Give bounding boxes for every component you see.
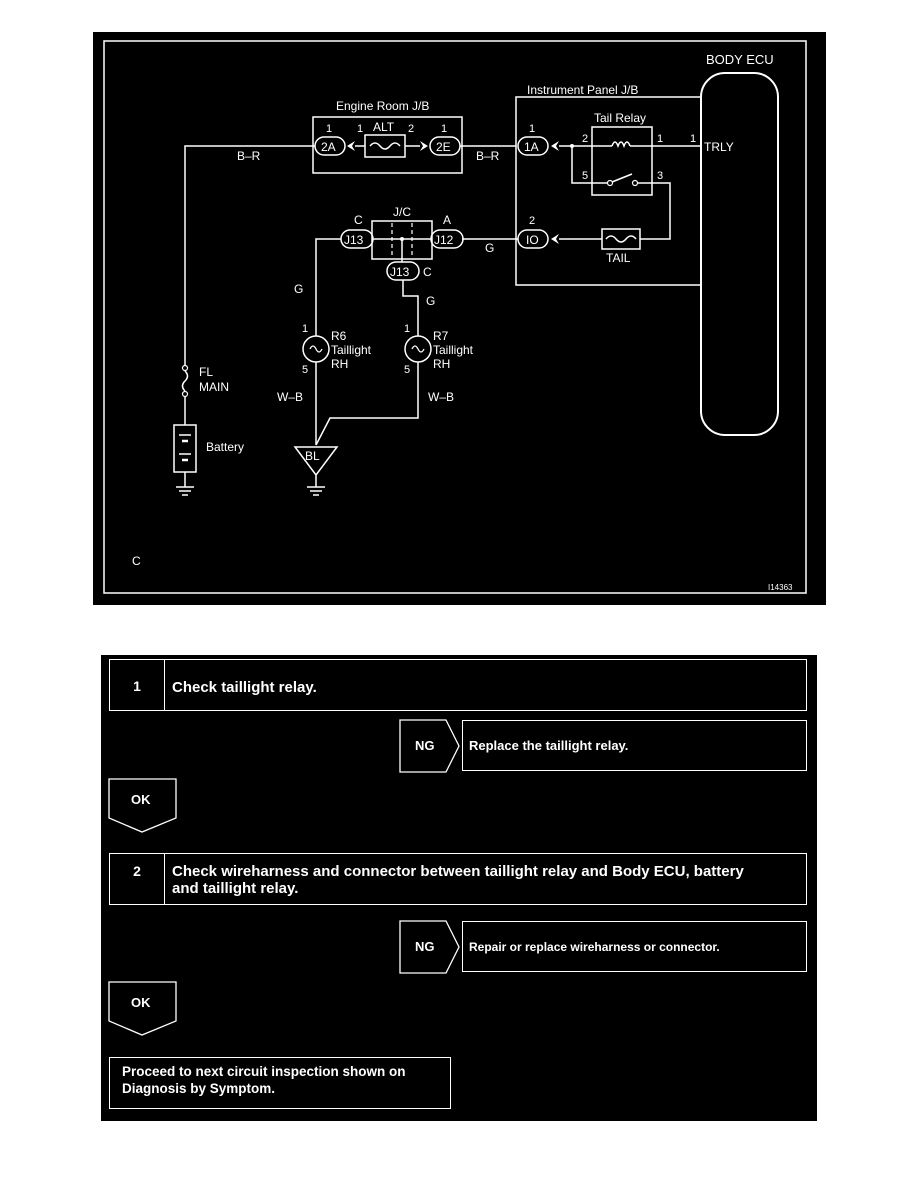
ok-1-label: OK: [131, 792, 151, 807]
pin-arrow-1a: [551, 141, 559, 151]
figure-id: I14363: [768, 583, 793, 592]
ng-2-action: Repair or replace wireharness or connect…: [469, 940, 720, 954]
pin-io: 2: [529, 215, 535, 227]
ground-bl-label: BL: [305, 449, 320, 463]
pin-relay-5: 5: [582, 170, 588, 182]
r6-code: R6: [331, 329, 347, 343]
final-line-2: Diagnosis by Symptom.: [122, 1081, 276, 1096]
pin-r6-1: 1: [302, 323, 308, 335]
wiring-diagram: BODY ECU Instrument Panel J/B Engine Roo…: [93, 32, 826, 605]
ok-2-label: OK: [131, 995, 151, 1010]
wire-g-io-label: G: [485, 241, 494, 255]
pin-trly: 1: [690, 133, 696, 145]
instrument-panel-jb-label: Instrument Panel J/B: [527, 83, 638, 97]
connector-j12: [430, 229, 464, 249]
step-2-title-line-2: and taillight relay.: [172, 880, 299, 897]
connector-2a-label: 2A: [321, 140, 336, 154]
pin-arrow-2e: [420, 141, 428, 151]
final-box: [109, 1057, 451, 1109]
pin-2a: 1: [326, 123, 332, 135]
fl-main-label-2: MAIN: [199, 380, 229, 394]
wire-br-right-label: B–R: [476, 149, 500, 163]
body-ecu-label: BODY ECU: [706, 52, 774, 67]
pin-1a: 1: [529, 123, 535, 135]
wire-wb-left-label: W–B: [277, 390, 303, 404]
connector-j12-label: J12: [434, 233, 454, 247]
connector-j13-bottom-label: J13: [390, 265, 410, 279]
battery-symbol: [173, 424, 197, 473]
ground-bl-triangle: [293, 446, 339, 477]
ng-1-action-box: [462, 720, 807, 771]
r6-side: RH: [331, 357, 348, 371]
tail-fuse: [601, 228, 641, 250]
alt-fuse-element: [369, 142, 401, 150]
pin-arrow-io: [551, 234, 559, 244]
pin-j13-c: C: [354, 213, 363, 227]
ng-2-label: NG: [415, 939, 435, 954]
fl-main-fusible-link: [181, 370, 189, 392]
step-1-title: Check taillight relay.: [172, 679, 317, 696]
r7-side: RH: [433, 357, 450, 371]
step-2-number-cell: [109, 853, 165, 905]
connector-1a: [517, 136, 549, 156]
corner-c-label: C: [132, 554, 141, 568]
pin-r6-5: 5: [302, 364, 308, 376]
pin-relay-1: 1: [657, 133, 663, 145]
tail-relay-label: Tail Relay: [594, 111, 646, 125]
tail-label: TAIL: [606, 251, 631, 265]
fl-main-label-1: FL: [199, 365, 213, 379]
battery-label: Battery: [206, 440, 244, 454]
alt-fuse: [364, 134, 406, 158]
step-2-title-line-1: Check wireharness and connector between …: [172, 863, 744, 880]
relay-switch: [611, 173, 633, 183]
tail-relay-box: [591, 126, 653, 196]
wire-g-r7-label: G: [426, 294, 435, 308]
ng-1-arrow: [399, 719, 460, 773]
body-ecu-box: [700, 72, 779, 436]
diagram-frame: [103, 40, 807, 594]
connector-io-label: IO: [526, 233, 539, 247]
alt-label: ALT: [373, 120, 395, 134]
wire-br-left-label: B–R: [237, 149, 261, 163]
diagnostic-flowchart: 1 Check taillight relay. NG Replace the …: [101, 655, 817, 1121]
ng-2-action-box: [462, 921, 807, 972]
pin-arrow-2a: [347, 141, 355, 151]
r6-name: Taillight: [331, 343, 372, 357]
step-1-number-cell: [109, 659, 165, 711]
step-1-number: 1: [133, 678, 141, 694]
pin-relay-2: 2: [582, 133, 588, 145]
jc-label: J/C: [393, 205, 411, 219]
r7-name: Taillight: [433, 343, 474, 357]
engine-room-jb-label: Engine Room J/B: [336, 99, 429, 113]
instrument-panel-jb-outline: [515, 96, 701, 286]
wire-br-left: [184, 145, 315, 365]
pin-alt-1: 1: [357, 123, 363, 135]
pin-r7-1: 1: [404, 323, 410, 335]
pin-2e: 1: [441, 123, 447, 135]
wire-g-r6-label: G: [294, 282, 303, 296]
connector-2e-label: 2E: [436, 140, 451, 154]
pin-alt-2: 2: [408, 123, 414, 135]
pin-j13-bottom-c: C: [423, 265, 432, 279]
pin-r7-5: 5: [404, 364, 410, 376]
ng-2-arrow: [399, 920, 460, 974]
ng-1-action: Replace the taillight relay.: [469, 738, 629, 753]
final-line-1: Proceed to next circuit inspection shown…: [122, 1064, 406, 1079]
engine-room-jb-box: [312, 116, 463, 174]
ng-1-label: NG: [415, 738, 435, 753]
relay-coil: [611, 141, 631, 149]
trly-label: TRLY: [704, 140, 734, 154]
wire-wb-right-label: W–B: [428, 390, 454, 404]
ok-1-arrow: [108, 778, 177, 833]
connector-j13-left-label: J13: [344, 233, 364, 247]
ok-2-arrow: [108, 981, 177, 1036]
pin-relay-3: 3: [657, 170, 663, 182]
pin-j12-a: A: [443, 213, 451, 227]
r7-code: R7: [433, 329, 449, 343]
connector-1a-label: 1A: [524, 140, 539, 154]
step-2-number: 2: [133, 863, 141, 879]
